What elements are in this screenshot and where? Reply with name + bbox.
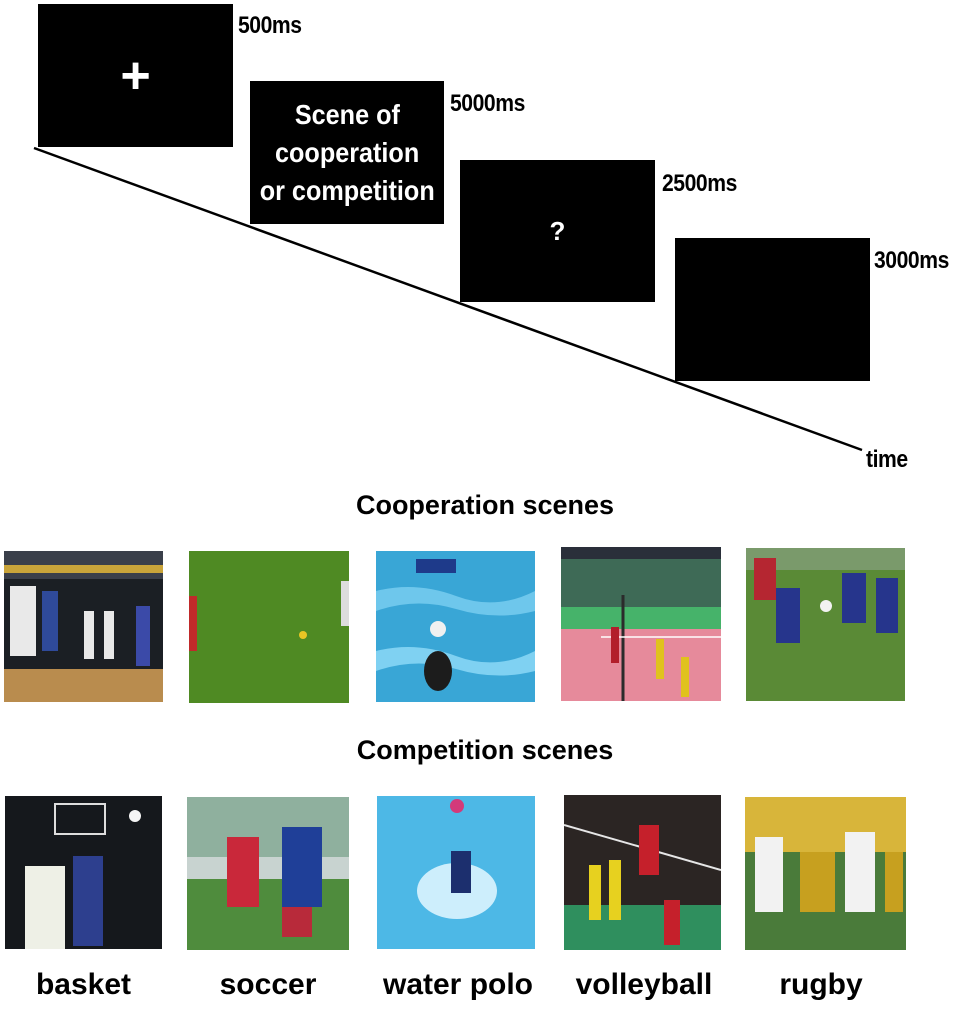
- timeline-arrow: [33, 146, 863, 452]
- competition-rugby-image: [745, 797, 906, 950]
- label-volleyball: volleyball: [575, 968, 713, 1001]
- competition-heading: Competition scenes: [356, 735, 614, 765]
- label-rugby: rugby: [779, 968, 863, 1001]
- scene-screen: Scene of cooperation or competition: [250, 81, 444, 224]
- scene-line-1: Scene of: [294, 98, 400, 130]
- duration-blank: 3000ms: [874, 247, 949, 274]
- cooperation-soccer-image: [189, 551, 349, 703]
- competition-soccer-image: [187, 797, 349, 950]
- time-label: time: [866, 446, 908, 473]
- label-water-polo: water polo: [382, 968, 533, 1001]
- competition-water-polo-image: [377, 796, 535, 949]
- label-basket: basket: [35, 968, 132, 1001]
- duration-fixation: 500ms: [238, 12, 302, 39]
- competition-basket-image: [5, 796, 162, 949]
- question-mark: ?: [549, 215, 566, 246]
- fixation-screen: +: [38, 4, 233, 147]
- fixation-cross: +: [120, 46, 151, 105]
- label-soccer: soccer: [219, 968, 317, 1001]
- duration-scene: 5000ms: [450, 90, 525, 117]
- cooperation-volleyball-image: [561, 547, 721, 701]
- cooperation-basket-image: [4, 551, 163, 702]
- cooperation-heading: Cooperation scenes: [355, 490, 615, 520]
- question-screen: ?: [460, 160, 655, 302]
- competition-volleyball-image: [564, 795, 721, 950]
- scene-line-3: or competition: [259, 174, 435, 206]
- cooperation-water-polo-image: [376, 551, 535, 702]
- duration-question: 2500ms: [662, 170, 737, 197]
- scene-line-2: cooperation: [274, 136, 420, 168]
- blank-screen: [675, 238, 870, 381]
- cooperation-rugby-image: [746, 548, 905, 701]
